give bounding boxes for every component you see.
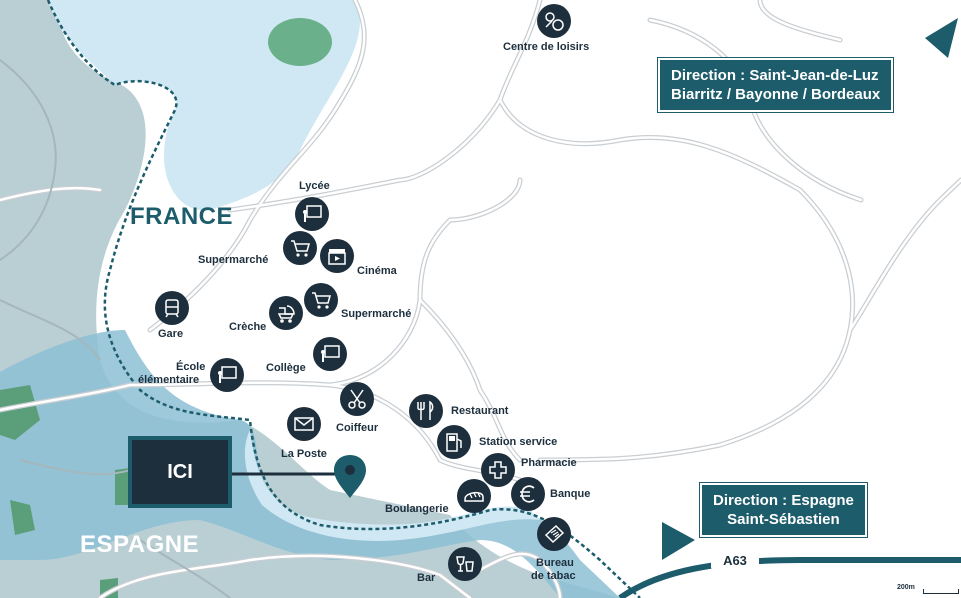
direction-arrow-north bbox=[925, 18, 958, 58]
pharmacy-cross-icon bbox=[489, 461, 507, 479]
park-spain-1 bbox=[0, 385, 40, 440]
poi-label-ecole-line1: École bbox=[176, 361, 206, 373]
poi-college[interactable] bbox=[313, 337, 347, 371]
country-label-spain: ESPAGNE bbox=[80, 531, 200, 558]
poi-supermarche-1[interactable] bbox=[283, 231, 317, 265]
poi-label-poste: La Poste bbox=[281, 448, 327, 460]
poi-label-pharmacie: Pharmacie bbox=[521, 457, 577, 469]
poi-label-tabac-line1: Bureau bbox=[536, 557, 574, 569]
poi-label-station: Station service bbox=[479, 436, 558, 448]
fuel-pump-icon bbox=[446, 433, 462, 452]
school-board-icon bbox=[321, 345, 340, 362]
poi-label-creche: Crèche bbox=[229, 321, 267, 333]
direction-north-box: Direction : Saint-Jean-de-Luz Biarritz /… bbox=[658, 58, 894, 112]
poi-label-cinema: Cinéma bbox=[357, 265, 397, 277]
drinks-icon bbox=[456, 556, 474, 572]
poi-label-ecole-line2: élémentaire bbox=[138, 374, 200, 386]
poi-pharmacie[interactable] bbox=[481, 453, 515, 487]
poi-label-banque: Banque bbox=[550, 488, 591, 500]
newspaper-icon bbox=[544, 524, 565, 544]
poi-label-boulangerie: Boulangerie bbox=[385, 503, 449, 515]
poi-supermarche-2[interactable] bbox=[304, 283, 338, 317]
shopping-cart-icon bbox=[291, 240, 310, 257]
country-label-france: FRANCE bbox=[130, 203, 233, 230]
poi-banque[interactable] bbox=[511, 477, 545, 511]
direction-south-line1: Direction : Espagne bbox=[713, 492, 854, 509]
river bbox=[0, 330, 620, 598]
train-icon bbox=[165, 299, 179, 318]
ici-marker-box: ICI bbox=[128, 436, 232, 508]
poi-restaurant[interactable] bbox=[409, 394, 443, 428]
poi-label-supermarche-1: Supermarché bbox=[198, 254, 269, 266]
bread-icon bbox=[464, 491, 484, 502]
poi-label-college: Collège bbox=[266, 362, 306, 374]
direction-arrow-south bbox=[662, 522, 695, 560]
poi-gare[interactable] bbox=[155, 291, 189, 325]
poi-label-tabac-line2: de tabac bbox=[531, 570, 576, 582]
poi-poste[interactable] bbox=[287, 407, 321, 441]
ici-label: ICI bbox=[167, 460, 193, 483]
poi-lycee[interactable] bbox=[295, 197, 329, 231]
envelope-icon bbox=[294, 417, 314, 431]
direction-north-line1: Direction : Saint-Jean-de-Luz bbox=[671, 67, 879, 84]
park-spain-2 bbox=[10, 500, 35, 535]
park-bay bbox=[268, 18, 332, 66]
location-pin-icon bbox=[334, 455, 366, 498]
poi-leisure[interactable] bbox=[537, 4, 571, 38]
scale-label: 200m bbox=[897, 584, 915, 591]
direction-north-line2: Biarritz / Bayonne / Bordeaux bbox=[671, 86, 881, 103]
fork-knife-icon bbox=[417, 400, 434, 420]
euro-icon bbox=[520, 485, 535, 503]
poi-label-lycee: Lycée bbox=[299, 180, 330, 192]
poi-ecole[interactable] bbox=[210, 358, 244, 392]
direction-south-line2: Saint-Sébastien bbox=[727, 511, 840, 528]
poi-tabac[interactable] bbox=[537, 517, 571, 551]
scissors-icon bbox=[348, 389, 366, 409]
school-board-icon bbox=[303, 205, 322, 222]
poi-label-coiffeur: Coiffeur bbox=[336, 422, 379, 434]
shopping-cart-icon bbox=[312, 292, 331, 309]
poi-bar[interactable] bbox=[448, 547, 482, 581]
poi-label-gare: Gare bbox=[158, 328, 184, 340]
poi-label-restaurant: Restaurant bbox=[451, 405, 509, 417]
leisure-icon bbox=[545, 12, 564, 31]
poi-label-leisure: Centre de loisirs bbox=[503, 41, 590, 53]
poi-label-supermarche-2: Supermarché bbox=[341, 308, 412, 320]
direction-south-box: Direction : Espagne Saint-Sébastien bbox=[700, 483, 867, 537]
clapperboard-icon bbox=[328, 249, 346, 265]
motorway-a63 bbox=[618, 557, 961, 598]
road-badge-a63: A63 bbox=[711, 552, 759, 570]
poi-creche[interactable] bbox=[269, 296, 303, 330]
poi-coiffeur[interactable] bbox=[340, 382, 374, 416]
poi-label-bar: Bar bbox=[417, 572, 436, 584]
poi-cinema[interactable] bbox=[320, 239, 354, 273]
school-board-icon bbox=[218, 366, 237, 383]
scale-bar bbox=[923, 589, 959, 594]
park-spain-3 bbox=[115, 468, 132, 505]
poi-station[interactable] bbox=[437, 425, 471, 459]
stroller-icon bbox=[277, 305, 295, 323]
poi-boulangerie[interactable] bbox=[457, 479, 491, 513]
